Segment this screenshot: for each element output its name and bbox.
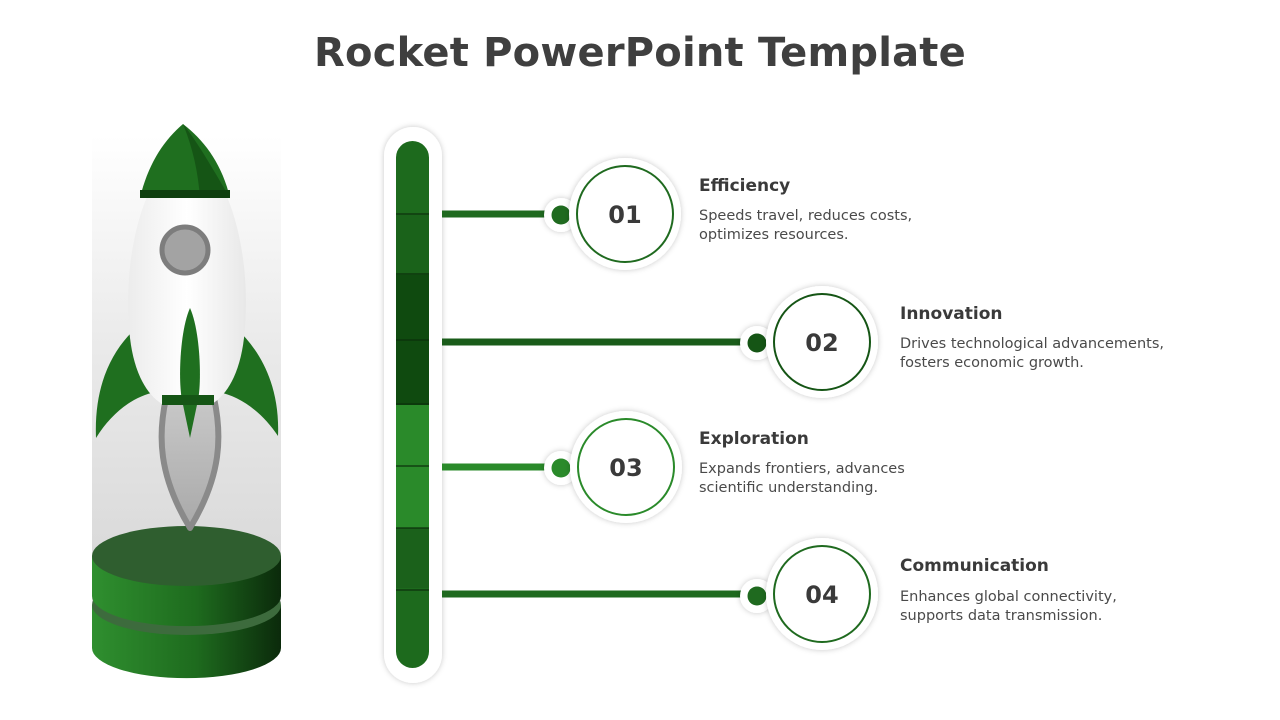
slide-title: Rocket PowerPoint Template [314, 30, 966, 76]
item-title-exploration: Exploration [699, 429, 809, 449]
item-desc-innovation-line2: fosters economic growth. [900, 355, 1084, 371]
badge-03: 03 [570, 411, 682, 523]
item-desc-efficiency-line1: Speeds travel, reduces costs, [699, 208, 913, 224]
badge-number-03: 03 [609, 454, 642, 482]
badge-number-01: 01 [608, 201, 641, 229]
badge-01: 01 [569, 158, 681, 270]
connector-02 [442, 326, 774, 360]
center-fin [180, 308, 200, 438]
badge-02: 02 [766, 286, 878, 398]
timeline-bar [384, 127, 442, 683]
rocket-body [128, 190, 246, 404]
item-title-communication: Communication [900, 556, 1049, 576]
item-desc-communication-line2: supports data transmission. [900, 608, 1103, 624]
connector-03 [442, 451, 578, 485]
launch-pad [92, 526, 281, 679]
item-title-efficiency: Efficiency [699, 176, 791, 196]
rocket-flame [158, 395, 222, 531]
item-desc-efficiency-line2: optimizes resources. [699, 227, 849, 243]
badge-04: 04 [766, 538, 878, 650]
badge-number-02: 02 [805, 329, 838, 357]
connector-04 [442, 579, 774, 613]
item-desc-exploration-line1: Expands frontiers, advances [699, 461, 905, 477]
connector-01 [442, 198, 578, 232]
item-desc-communication-line1: Enhances global connectivity, [900, 589, 1117, 605]
badge-number-04: 04 [805, 581, 838, 609]
item-desc-exploration-line2: scientific understanding. [699, 480, 879, 496]
item-title-innovation: Innovation [900, 304, 1003, 324]
rocket-window [159, 224, 211, 276]
item-desc-innovation-line1: Drives technological advancements, [900, 336, 1165, 352]
